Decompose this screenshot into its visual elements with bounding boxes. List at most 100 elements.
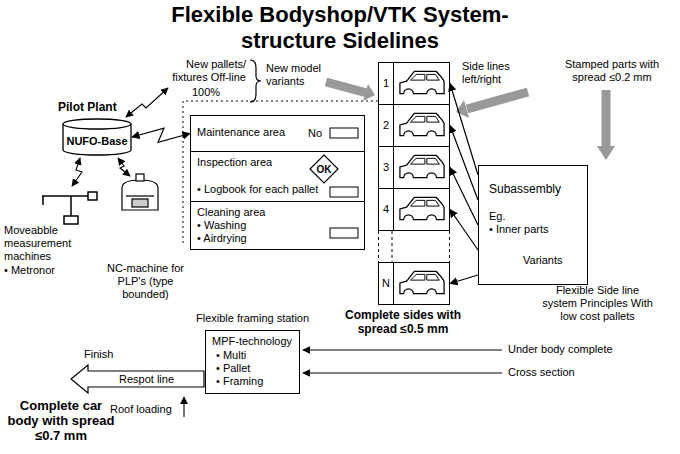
node-text-group: Cleaning area• Washing• Airdrying — [197, 206, 358, 245]
node-text: Eg. — [489, 210, 579, 223]
node-text-group: SubassemblyEg.• Inner partsVariants — [489, 182, 579, 267]
process-box: MPF-technology• Multi• Pallet• Framing — [205, 330, 300, 394]
polygon-part — [597, 146, 615, 160]
rect-part — [330, 128, 358, 138]
node-text-group: Maintenance area — [197, 126, 358, 139]
connector — [450, 275, 478, 284]
path-part — [118, 158, 130, 176]
use-part — [400, 71, 444, 93]
annotation-label: Flexible framing station — [196, 312, 336, 325]
path-shape — [63, 124, 131, 129]
annotation-label: Under body complete — [508, 343, 658, 356]
annotation-label: Moveabble measurement machines — [4, 224, 94, 263]
annotation-label: Finish — [84, 348, 124, 361]
annotation-label: Roof loading — [110, 403, 180, 416]
annotation-label: New model variants — [266, 62, 324, 88]
title: Flexible Bodyshop/VTK System-structure S… — [170, 2, 510, 54]
annotation-label: • Metronor — [4, 264, 94, 277]
node-text: 3 — [383, 161, 389, 174]
path-part — [122, 180, 158, 210]
annotation-label: Cross section — [508, 366, 658, 379]
node-text-group: Inspection area• Logbook for each pallet — [197, 156, 358, 196]
use-part — [400, 271, 444, 293]
side-line-row: N — [378, 262, 450, 305]
node-text: • Airdrying — [197, 232, 358, 245]
side-line-row: 4 — [378, 188, 450, 231]
annotation-label: Side lines left/right — [462, 60, 524, 86]
node-text-group: 4 — [379, 189, 394, 230]
area-box: Cleaning area• Washing• Airdrying — [190, 201, 365, 250]
node-text: • Framing — [212, 375, 293, 388]
connector — [132, 128, 190, 142]
node-text: OK — [317, 163, 332, 176]
rect-part — [330, 228, 358, 238]
side-line-row: 3 — [378, 146, 450, 189]
decision-diamond: OK — [309, 154, 339, 184]
node-text: 4 — [383, 203, 389, 216]
line-part — [303, 372, 502, 373]
side-line-row: 2 — [378, 104, 450, 147]
line-part — [70, 196, 72, 216]
line-part — [449, 231, 450, 262]
line-part — [42, 196, 44, 205]
node-text-group: OK — [309, 154, 339, 184]
annotation-label: Stamped parts with spread ≤0.2 mm — [548, 58, 676, 84]
rect-part — [330, 187, 358, 197]
use-part — [400, 113, 444, 135]
node-text: 2 — [383, 119, 389, 132]
annotation-label: No — [308, 127, 328, 140]
rect-part — [136, 174, 144, 181]
line-part — [303, 349, 502, 350]
node-text: Respot line — [119, 373, 174, 386]
annotation-label: Pilot Plant — [58, 100, 128, 114]
node-text: Maintenance area — [197, 126, 358, 139]
node-text-group: 3 — [379, 147, 394, 188]
line-part — [326, 82, 367, 93]
polygon-part — [363, 84, 375, 101]
node-text-group: 2 — [379, 105, 394, 146]
rect-part — [132, 199, 148, 207]
line-part — [467, 92, 528, 109]
annotation-label: NC-machine for PLP's (type bounded) — [98, 262, 193, 301]
input-arrows — [326, 82, 615, 160]
annotation-label: New pallets/ fixtures Off-line — [172, 58, 246, 84]
node-text: • Inner parts — [489, 223, 579, 236]
line-part — [392, 231, 393, 262]
rect-part — [64, 216, 78, 224]
node-text: 1 — [383, 77, 389, 90]
connector — [450, 126, 478, 201]
node-text: • Multi — [212, 349, 293, 362]
line-part — [378, 231, 379, 262]
node-text: NUFO-Base — [66, 135, 127, 148]
use-part — [400, 197, 444, 219]
pallet-slots — [330, 128, 358, 238]
brace — [250, 60, 261, 102]
node-text-group: N — [379, 263, 394, 304]
block-arrow: Respot line — [70, 364, 205, 394]
node-text: Subassembly — [489, 182, 579, 196]
node-text: Variants — [489, 254, 579, 267]
annotation-label: 100% — [192, 86, 232, 99]
annotation-label: Complete sides with spread ≤0.5 mm — [328, 308, 478, 336]
polygon-shape — [71, 365, 204, 393]
area-box: Maintenance area — [190, 115, 365, 152]
annotation-label: Complete car body with spread ≤0.7 mm — [6, 398, 116, 443]
line-part — [602, 90, 611, 148]
connector — [450, 210, 478, 251]
node-text: MPF-technology — [212, 335, 293, 348]
measurement-machine — [42, 192, 97, 224]
node-text: • Pallet — [212, 362, 293, 375]
side-line-row: 1 — [378, 62, 450, 105]
line-part — [183, 397, 184, 417]
node-text: • Washing — [197, 219, 358, 232]
body-inputs — [184, 350, 502, 417]
sideline-gap — [379, 231, 450, 262]
path-part — [183, 101, 378, 246]
subassembly-box: SubassemblyEg.• Inner partsVariants — [478, 165, 588, 285]
annotation-label: Flexible Side line system Principles Wit… — [540, 284, 655, 323]
path-part — [250, 60, 261, 102]
polygon-shape — [310, 155, 338, 183]
path-part — [126, 88, 168, 117]
node-text: • Logbook for each pallet — [197, 183, 358, 196]
